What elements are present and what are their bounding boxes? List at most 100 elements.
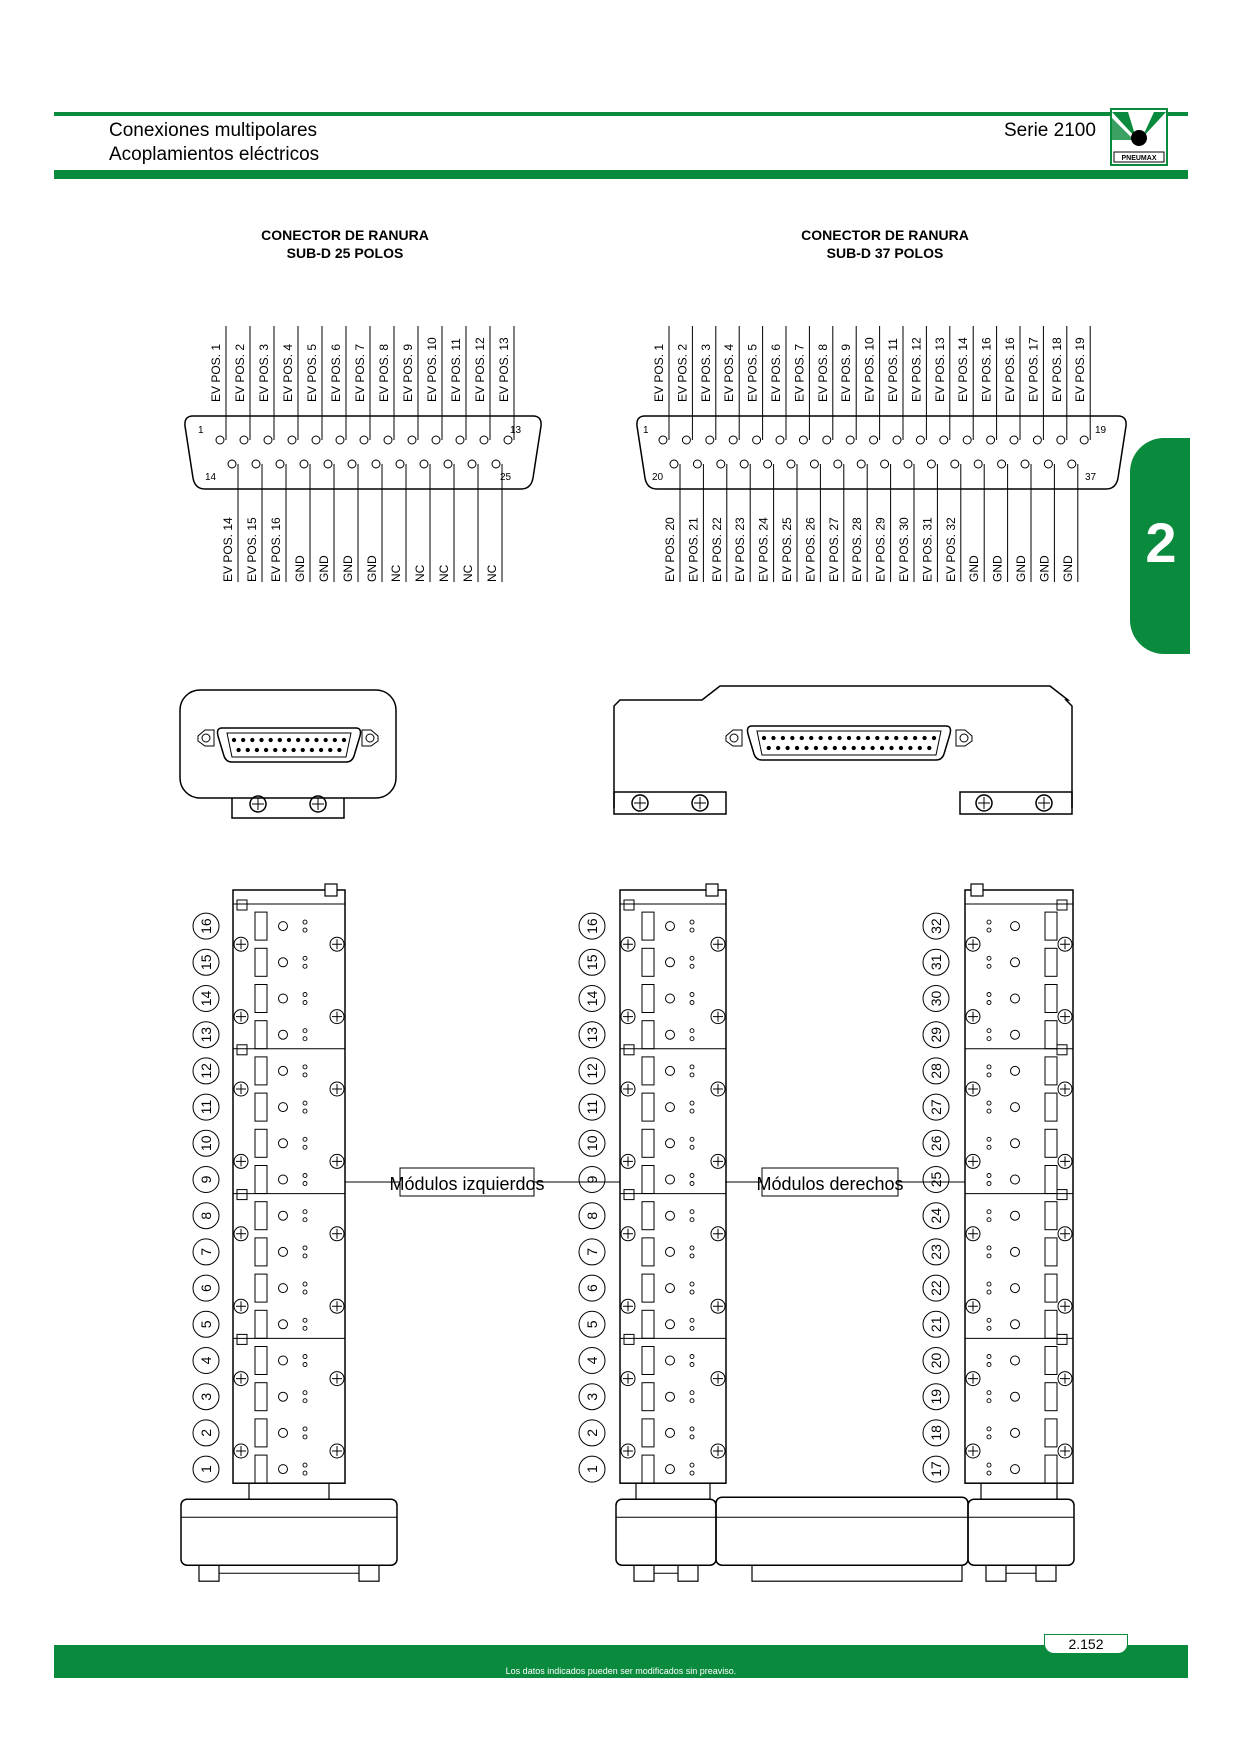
- position-number: 1: [198, 1465, 214, 1473]
- module-contact: [302, 1173, 308, 1178]
- pin-label-bottom: EV POS. 29: [874, 517, 888, 582]
- module-slot: [254, 1346, 268, 1375]
- module-contact: [689, 1462, 695, 1468]
- position-number: 4: [198, 1356, 214, 1364]
- pin-label-bottom: EV POS. 14: [221, 517, 235, 582]
- module-screw-cross: [623, 1301, 633, 1312]
- pin-bottom: [227, 459, 237, 469]
- position-badge: [578, 1455, 606, 1483]
- position-number: 19: [928, 1389, 944, 1405]
- module-contact: [302, 1289, 308, 1295]
- module-slot: [1044, 1418, 1058, 1448]
- contact-dot: [776, 745, 781, 751]
- chapter-tab-number: 2: [1145, 511, 1177, 574]
- position-badge: [922, 1383, 950, 1411]
- position-badge: [192, 1274, 220, 1302]
- module-screw-cross: [623, 1373, 633, 1384]
- pin-label-bottom: GND: [365, 555, 379, 582]
- position-number: 24: [928, 1208, 944, 1224]
- top-cap: [970, 883, 984, 897]
- module-screw-cross: [332, 1373, 342, 1384]
- module-led: [278, 1174, 288, 1185]
- pin-1-label: 1: [198, 425, 204, 436]
- module-contact: [302, 1317, 308, 1323]
- module-screw-cross: [713, 1156, 723, 1167]
- module-screw-cross: [332, 1228, 342, 1239]
- pin-label-bottom: EV POS. 30: [897, 517, 911, 582]
- module-led: [665, 1102, 675, 1113]
- contact-dot: [799, 735, 804, 741]
- module-clip: [1056, 899, 1068, 911]
- module-screw-cross: [1060, 939, 1070, 950]
- position-badge: [922, 948, 950, 976]
- pin-bottom: [716, 459, 726, 469]
- module-contact: [302, 1245, 308, 1251]
- pin-label-top: EV POS. 10: [863, 337, 877, 402]
- module-contact: [986, 1181, 992, 1186]
- pin-label-bottom: GND: [317, 555, 331, 582]
- module-contact: [689, 1173, 695, 1178]
- pin-label-bottom: NC: [389, 564, 403, 582]
- module-led: [1010, 1246, 1020, 1257]
- position-number: 10: [584, 1135, 600, 1151]
- position-badge: [922, 1455, 950, 1483]
- module-screw-cross: [713, 1011, 723, 1022]
- contact-dot: [273, 747, 278, 753]
- pin-bottom: [973, 459, 983, 469]
- connector37-title-line2: SUB-D 37 POLOS: [826, 245, 944, 261]
- module-contact: [986, 1173, 992, 1178]
- module-slot: [1044, 1454, 1058, 1484]
- module-contact: [689, 1281, 695, 1287]
- pin-top: [335, 435, 345, 445]
- pin-bottom: [903, 459, 913, 469]
- pin-bottom: [880, 459, 890, 469]
- pin-bottom: [1043, 459, 1053, 469]
- module-contact: [986, 1462, 992, 1468]
- contact-dot: [875, 735, 880, 741]
- position-badge: [192, 1057, 220, 1085]
- module-screw-cross: [623, 939, 633, 950]
- module-contact: [986, 1390, 992, 1396]
- pin-top: [455, 435, 465, 445]
- position-number: 27: [928, 1099, 944, 1115]
- module-led: [278, 993, 288, 1004]
- module-callouts: Módulos izquierdos Módulos derechos: [345, 1167, 965, 1197]
- module-contact: [986, 1100, 992, 1106]
- module-contact: [689, 1181, 695, 1186]
- pin-label-bottom: EV POS. 15: [245, 517, 259, 582]
- pin-bottom: [833, 459, 843, 469]
- pin-bottom: [739, 459, 749, 469]
- contact-dot: [766, 745, 771, 751]
- position-number: 14: [198, 991, 214, 1007]
- position-badge: [192, 1202, 220, 1230]
- module-contact: [302, 1362, 308, 1367]
- pin-label-top: EV POS. 8: [377, 344, 391, 402]
- contact-dot: [894, 735, 899, 741]
- contact-dot: [879, 745, 885, 751]
- module-screw-cross: [968, 939, 978, 950]
- position-badge: [922, 1093, 950, 1121]
- module-slot: [254, 1056, 268, 1086]
- position-badge: [192, 985, 220, 1012]
- contact-dot: [309, 747, 315, 753]
- module-contact: [689, 1136, 695, 1142]
- module-contact: [689, 1028, 695, 1034]
- pin-label-top: EV POS. 17: [1026, 337, 1040, 402]
- module-clip: [1056, 1333, 1068, 1345]
- module-contact: [986, 1000, 992, 1005]
- position-number: 10: [198, 1135, 214, 1151]
- contact-dot: [870, 745, 875, 751]
- module-contact: [302, 1036, 308, 1042]
- module-led: [1010, 1102, 1020, 1113]
- module-screw-cross: [236, 1084, 246, 1094]
- module-screw-cross: [713, 1446, 723, 1456]
- module-clip: [236, 1189, 248, 1201]
- module-led: [1010, 1210, 1020, 1221]
- module-slot: [254, 1165, 268, 1194]
- module-led: [665, 1065, 675, 1076]
- module-slot: [254, 1273, 268, 1303]
- position-badge: [578, 948, 606, 976]
- pin-label-top: EV POS. 4: [722, 344, 736, 402]
- module-led: [665, 1319, 675, 1330]
- pin-label-top: EV POS. 7: [792, 344, 806, 402]
